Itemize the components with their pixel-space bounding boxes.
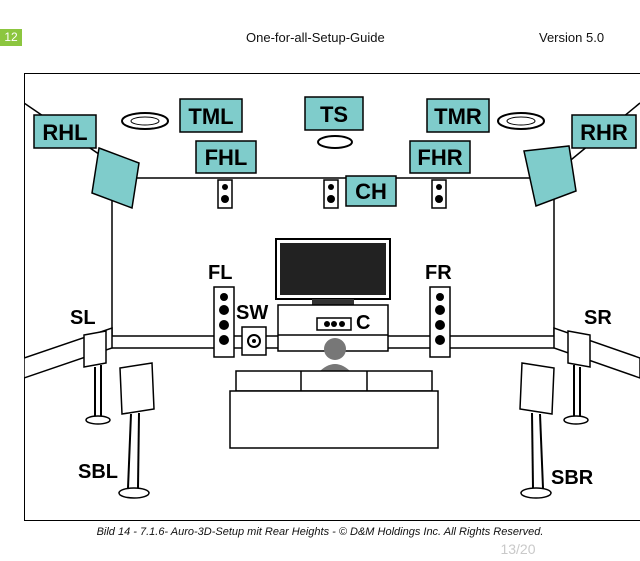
page-indicator-overlay: 13/20 xyxy=(470,539,566,559)
label-sbr: SBR xyxy=(551,467,594,489)
label-ts: TS xyxy=(304,96,364,131)
label-sl: SL xyxy=(70,307,96,329)
ch-speaker xyxy=(323,179,339,209)
label-sbl: SBL xyxy=(78,461,118,483)
rhr-speaker xyxy=(523,145,577,208)
tv xyxy=(275,238,391,305)
svg-text:RHL: RHL xyxy=(42,120,87,145)
subwoofer xyxy=(241,326,267,356)
ts-ceiling-speaker xyxy=(317,135,353,149)
sbr-speaker xyxy=(519,362,555,499)
fhr-speaker xyxy=(431,179,447,209)
sl-speaker xyxy=(83,330,111,425)
document-title: One-for-all-Setup-Guide xyxy=(246,30,385,45)
label-fr: FR xyxy=(425,262,452,284)
fr-speaker xyxy=(429,286,451,358)
label-fhl: FHL xyxy=(195,140,257,174)
sr-speaker xyxy=(563,330,591,425)
tml-ceiling-speaker xyxy=(121,112,169,130)
svg-text:FHL: FHL xyxy=(205,145,248,170)
svg-text:TML: TML xyxy=(188,104,233,129)
label-tmr: TMR xyxy=(426,98,490,133)
svg-text:FHR: FHR xyxy=(417,145,462,170)
svg-text:CH: CH xyxy=(355,179,387,204)
label-rhl: RHL xyxy=(33,114,97,149)
figure-caption: Bild 14 - 7.1.6- Auro-3D-Setup mit Rear … xyxy=(96,526,544,538)
label-tml: TML xyxy=(179,98,243,133)
label-sr: SR xyxy=(584,307,612,329)
label-ch: CH xyxy=(345,175,397,207)
speaker-setup-diagram: RHL TML TS TMR RHR FHL FHR CH FL FR SW C… xyxy=(24,96,640,499)
label-c: C xyxy=(356,312,370,334)
tmr-ceiling-speaker xyxy=(497,112,545,130)
label-fl: FL xyxy=(208,262,232,284)
rhl-speaker xyxy=(91,146,140,210)
figure-frame xyxy=(24,73,640,521)
label-fhr: FHR xyxy=(409,140,471,174)
label-sw: SW xyxy=(236,302,268,324)
svg-text:TMR: TMR xyxy=(434,104,482,129)
page-number-badge: 12 xyxy=(0,29,22,46)
svg-text:TS: TS xyxy=(320,102,348,127)
sofa xyxy=(229,370,439,449)
svg-text:RHR: RHR xyxy=(580,120,628,145)
sbl-speaker xyxy=(118,362,155,499)
fl-speaker xyxy=(213,286,235,358)
document-version: Version 5.0 xyxy=(539,30,605,45)
label-rhr: RHR xyxy=(571,114,637,149)
fhl-speaker xyxy=(217,179,233,209)
